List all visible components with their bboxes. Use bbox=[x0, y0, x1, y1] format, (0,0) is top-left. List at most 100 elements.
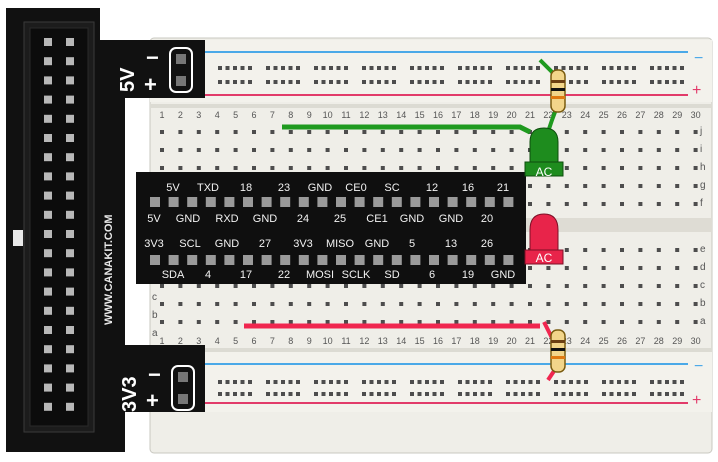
rail-hole bbox=[617, 380, 621, 384]
rail-hole bbox=[392, 380, 396, 384]
rail-hole bbox=[536, 392, 540, 396]
rail-hole bbox=[488, 380, 492, 384]
power-pins-top bbox=[169, 47, 193, 93]
header-pin bbox=[261, 197, 272, 207]
breadboard-hole bbox=[288, 302, 293, 306]
header-pin bbox=[466, 255, 477, 265]
breadboard-hole bbox=[638, 266, 643, 270]
breadboard-hole bbox=[307, 148, 312, 152]
column-number-bottom: 12 bbox=[359, 336, 369, 346]
connector-pin bbox=[66, 76, 74, 85]
rail-hole bbox=[266, 380, 270, 384]
connector-pin bbox=[44, 57, 52, 66]
breadboard-hole bbox=[399, 320, 404, 324]
breadboard-hole bbox=[656, 166, 661, 170]
breadboard-hole bbox=[491, 302, 496, 306]
rail-hole bbox=[266, 66, 270, 70]
breadboard-hole bbox=[325, 284, 330, 288]
rail-hole bbox=[288, 392, 293, 396]
rail-hole bbox=[536, 380, 540, 384]
header-pin-label: 13 bbox=[445, 238, 457, 250]
rail-hole bbox=[657, 66, 662, 70]
connector-pin bbox=[66, 191, 74, 200]
header-pin bbox=[354, 255, 365, 265]
breadboard-hole bbox=[178, 166, 183, 170]
breadboard-hole bbox=[380, 148, 385, 152]
row-letter: a bbox=[152, 328, 158, 339]
breadboard-hole bbox=[288, 166, 293, 170]
column-number-top: 27 bbox=[635, 110, 645, 120]
connector-pins bbox=[44, 38, 74, 411]
breadboard-hole bbox=[472, 148, 477, 152]
breadboard-hole bbox=[656, 184, 661, 188]
breadboard-hole bbox=[491, 320, 496, 324]
breadboard-hole bbox=[417, 320, 422, 324]
rail-hole bbox=[506, 392, 510, 396]
breadboard-hole bbox=[693, 130, 698, 134]
column-number-bottom: 27 bbox=[635, 336, 645, 346]
breadboard-hole bbox=[417, 302, 422, 306]
rail-hole bbox=[536, 66, 540, 70]
column-number-top: 4 bbox=[215, 110, 220, 120]
rail-hole bbox=[473, 380, 477, 384]
header-pin bbox=[429, 197, 439, 207]
power-plus-bottom: + bbox=[146, 388, 159, 413]
rail-hole bbox=[665, 392, 669, 396]
row-letter: i bbox=[700, 144, 702, 155]
breadboard-hole bbox=[472, 284, 477, 288]
rail-minus-bottom: − bbox=[694, 358, 703, 375]
column-number-bottom: 4 bbox=[215, 336, 220, 346]
rail-minus-top: − bbox=[694, 50, 703, 67]
connector-pin bbox=[66, 326, 74, 334]
connector-pin bbox=[66, 172, 74, 181]
breadboard-hole bbox=[160, 320, 164, 324]
column-number-top: 3 bbox=[196, 110, 201, 120]
column-number-bottom: 2 bbox=[178, 336, 183, 346]
rail-hole bbox=[465, 380, 470, 384]
breadboard-hole bbox=[491, 130, 496, 134]
header-pin bbox=[336, 197, 346, 207]
breadboard-hole bbox=[362, 130, 367, 134]
header-pin bbox=[187, 255, 198, 265]
breadboard-hole bbox=[270, 130, 275, 134]
breadboard-hole bbox=[675, 130, 680, 134]
rail-hole bbox=[273, 380, 278, 384]
rail-hole bbox=[392, 392, 396, 396]
rail-hole bbox=[233, 392, 237, 396]
power-pins-bottom bbox=[171, 365, 195, 411]
rail-hole bbox=[480, 392, 485, 396]
rail-hole bbox=[576, 380, 581, 384]
header-pin bbox=[391, 197, 402, 207]
breadboard-hole bbox=[454, 166, 459, 170]
column-number-top: 29 bbox=[672, 110, 682, 120]
rail-hole bbox=[344, 380, 348, 384]
rail-hole bbox=[536, 80, 540, 84]
connector-pin bbox=[66, 95, 74, 104]
rail-hole bbox=[392, 66, 396, 70]
breadboard-hole bbox=[546, 284, 551, 288]
rail-hole bbox=[336, 66, 341, 70]
connector-pin bbox=[66, 114, 74, 123]
breadboard-hole bbox=[620, 130, 624, 134]
breadboard-hole bbox=[178, 302, 183, 306]
rail-hole bbox=[281, 392, 285, 396]
breadboard-hole bbox=[399, 130, 404, 134]
breadboard-hole bbox=[472, 320, 477, 324]
breadboard-hole bbox=[693, 320, 698, 324]
rail-hole bbox=[218, 392, 222, 396]
column-number-bottom: 7 bbox=[270, 336, 275, 346]
breadboard-hole bbox=[601, 302, 606, 306]
column-number-top: 5 bbox=[233, 110, 238, 120]
header-pin bbox=[503, 255, 514, 265]
breadboard-hole bbox=[638, 202, 643, 206]
breadboard-hole bbox=[620, 202, 624, 206]
green-led-label: AC bbox=[536, 165, 553, 179]
rail-hole bbox=[321, 380, 326, 384]
breadboard-hole bbox=[252, 320, 256, 324]
rail-hole bbox=[480, 80, 485, 84]
rail-hole bbox=[296, 66, 300, 70]
header-pin-label: GND bbox=[365, 238, 390, 250]
connector-pin bbox=[66, 57, 74, 66]
header-pin-label: CE0 bbox=[345, 182, 366, 194]
